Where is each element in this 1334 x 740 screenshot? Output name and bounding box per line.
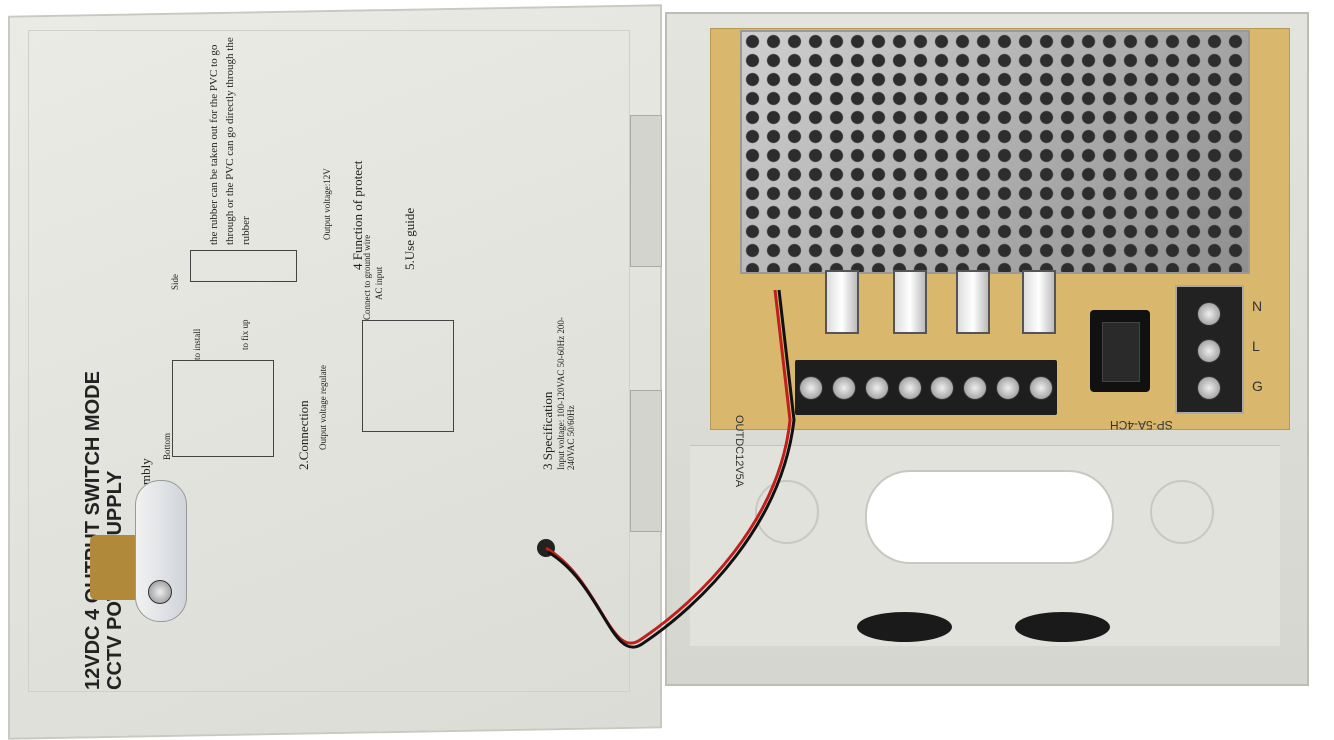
rubber-diagram <box>190 250 297 282</box>
terminal-screw[interactable] <box>897 375 922 400</box>
rubber-grommet-2 <box>1015 612 1110 642</box>
black-wire <box>547 289 796 649</box>
ac-label-n: N <box>1252 298 1263 314</box>
ac-label-l: L <box>1252 338 1260 354</box>
output-terminal-block[interactable] <box>795 360 1057 415</box>
knockout-left <box>755 480 819 544</box>
assembly-diagram <box>172 360 274 457</box>
cable-slot <box>865 470 1114 564</box>
terminal-screw[interactable] <box>1028 375 1053 400</box>
lock-screw-icon <box>148 580 172 604</box>
terminal-screw[interactable] <box>864 375 889 400</box>
terminal-screw[interactable] <box>832 375 857 400</box>
door-panel <box>28 30 630 692</box>
rubber-grommet-1 <box>857 612 952 642</box>
lower-hinge <box>630 390 662 532</box>
upper-hinge <box>630 115 662 267</box>
ac-terminal-block[interactable] <box>1175 285 1244 414</box>
ac-label-g: G <box>1252 378 1263 394</box>
red-wire <box>545 289 792 645</box>
psu-module-cover <box>740 30 1250 274</box>
cam-lock[interactable] <box>90 480 187 622</box>
ac-screw[interactable] <box>1197 339 1221 363</box>
ac-screw[interactable] <box>1197 302 1221 326</box>
terminal-screw[interactable] <box>995 375 1020 400</box>
switch-rocker[interactable] <box>1102 322 1140 382</box>
ac-screw[interactable] <box>1197 376 1221 400</box>
fuse-3[interactable] <box>956 270 990 334</box>
fuse-2[interactable] <box>893 270 927 334</box>
knockout-right <box>1150 480 1214 544</box>
lock-nut <box>90 535 140 600</box>
fuse-1[interactable] <box>825 270 859 334</box>
connection-diagram <box>362 320 454 432</box>
fuse-4[interactable] <box>1022 270 1056 334</box>
terminal-screw[interactable] <box>799 375 824 400</box>
terminal-screw[interactable] <box>930 375 955 400</box>
terminal-screw[interactable] <box>963 375 988 400</box>
